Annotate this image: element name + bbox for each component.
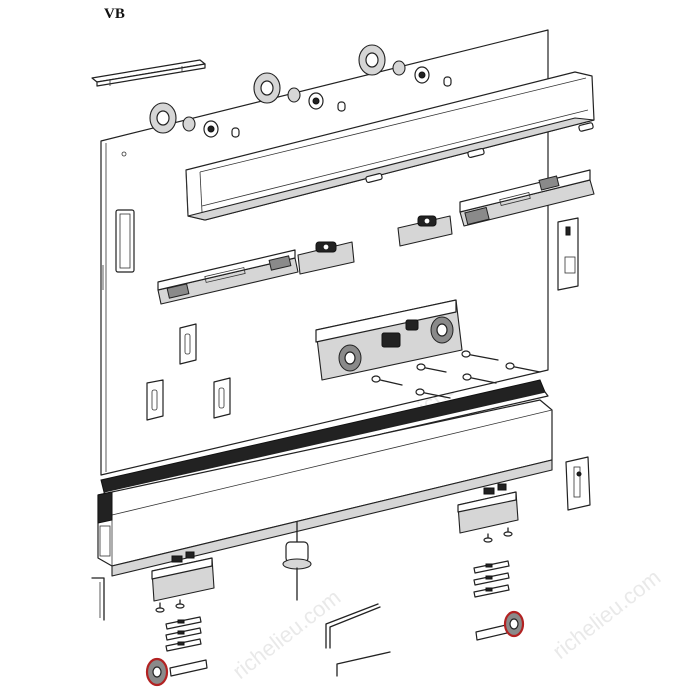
allen-key-large bbox=[325, 603, 381, 649]
roller-wheel-right bbox=[358, 44, 452, 87]
top-clip-strip bbox=[91, 59, 206, 87]
stopper-block-left bbox=[297, 241, 355, 275]
shim-plates-right bbox=[473, 560, 510, 598]
panel-clip-lower-right bbox=[213, 377, 231, 419]
watermark-text: richelieu.com bbox=[548, 564, 666, 663]
carriage-assembly bbox=[315, 299, 463, 381]
allen-key-small bbox=[336, 651, 391, 677]
panel-clip-lower-left bbox=[146, 379, 164, 421]
guide-pin bbox=[282, 521, 312, 601]
roller-wheel-middle bbox=[253, 72, 346, 112]
floor-roller-left bbox=[145, 657, 208, 687]
latch-bracket bbox=[557, 217, 579, 291]
wall-stopper bbox=[91, 577, 105, 621]
finger-pull-cutout bbox=[115, 209, 135, 273]
fastening-screws bbox=[371, 350, 541, 399]
watermark-text: richelieu.com bbox=[228, 584, 346, 683]
damper-unit-right bbox=[459, 169, 595, 227]
bottom-track-profile bbox=[97, 399, 553, 577]
diagram-label: VB bbox=[104, 6, 125, 22]
shim-plates-left bbox=[165, 616, 202, 652]
roller-wheel-left bbox=[149, 102, 240, 138]
floor-guide-left bbox=[151, 551, 215, 613]
floor-roller-right bbox=[475, 610, 525, 641]
stopper-block-right bbox=[397, 215, 453, 247]
rail-bolts bbox=[365, 122, 594, 184]
floor-guide-right bbox=[457, 483, 519, 543]
end-bracket bbox=[565, 456, 591, 511]
damper-unit-left bbox=[157, 249, 299, 305]
panel-clip-upper bbox=[179, 323, 197, 365]
upper-track-rail bbox=[185, 71, 595, 221]
